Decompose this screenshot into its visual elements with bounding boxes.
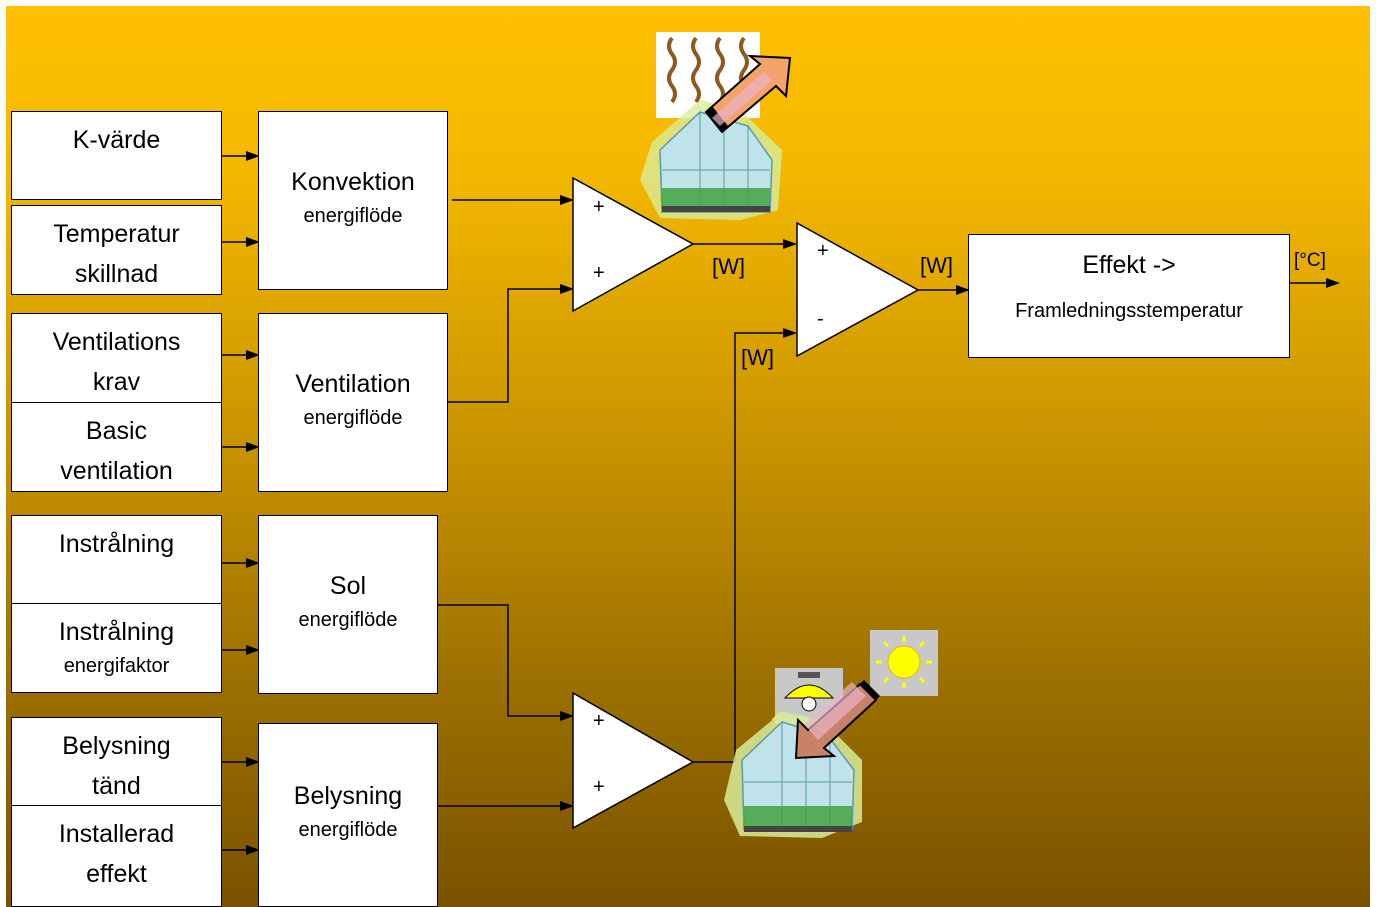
input-irradiance: Instrålning [11,515,222,605]
diff-triangle [796,221,920,358]
block-lighting-subtitle: energiflöde [298,819,398,841]
diff-plus: + [817,240,829,262]
input-k-value: K-värde [11,111,222,200]
signal-w-out: [W] [920,253,953,278]
input-lighting-on: Belysning tänd [11,717,222,807]
block-output-subtitle: Framledningsstemperatur [1015,300,1243,322]
input-installed-power-label-2: effekt [86,860,147,888]
signal-celsius: [°C] [1294,250,1326,271]
input-ventilation-requirement-label-2: krav [92,368,141,396]
block-ventilation-title: Ventilation [295,370,411,398]
block-output: Effekt -> Framledningsstemperatur [968,234,1290,358]
arrow-solar-to-sum [437,604,574,721]
input-irradiance-label: Instrålning [58,530,175,558]
input-irradiance-factor-label-1: Instrålning [58,618,175,646]
block-convection: Konvektion energiflöde [258,111,448,290]
signal-w-bottom: [W] [741,345,774,370]
input-basic-ventilation: Basic ventilation [11,402,222,492]
input-temperature-difference: Temperatur skillnad [11,205,222,295]
diff-minus: - [817,308,824,330]
sum-top-plus-2: + [593,262,605,284]
input-basic-ventilation-label-2: ventilation [60,457,173,485]
block-ventilation: Ventilation energiflöde [258,313,448,492]
arrow-ventilation-to-sum [437,284,574,403]
input-ventilation-requirement: Ventilations krav [11,313,222,403]
input-ventilation-requirement-label-1: Ventilations [52,328,181,356]
block-solar: Sol energiflöde [258,515,438,694]
signal-w-top: [W] [712,254,745,279]
input-temperature-difference-label-1: Temperatur [53,220,180,248]
block-solar-title: Sol [329,572,367,600]
input-lighting-on-label-1: Belysning [62,732,171,760]
greenhouse-heat-gain-icon [724,680,880,838]
block-output-title: Effekt -> [1082,251,1176,279]
input-irradiance-factor: Instrålning energifaktor [11,603,222,693]
sum-top-plus-1: + [593,196,605,218]
input-basic-ventilation-label-1: Basic [85,417,148,445]
arrow-gain-to-diff [693,328,797,763]
sum-bottom-triangle [572,691,695,830]
input-installed-power-label-1: Installerad [58,820,175,848]
greenhouse-heat-loss-icon [640,32,792,220]
input-k-value-label: K-värde [72,126,161,154]
block-lighting-title: Belysning [293,782,403,810]
sun-icon [870,630,938,696]
block-convection-title: Konvektion [291,168,415,196]
block-ventilation-subtitle: energiflöde [303,407,403,429]
input-temperature-difference-label-2: skillnad [74,260,159,288]
sum-top-triangle [572,176,695,313]
block-solar-subtitle: energiflöde [298,609,398,631]
input-irradiance-factor-label-2: energifaktor [63,655,170,677]
input-installed-power: Installerad effekt [11,805,222,907]
block-convection-subtitle: energiflöde [303,205,403,227]
sum-bottom-plus-1: + [593,710,605,732]
block-lighting: Belysning energiflöde [258,723,438,907]
input-lighting-on-label-2: tänd [92,772,141,800]
sum-bottom-plus-2: + [593,776,605,798]
